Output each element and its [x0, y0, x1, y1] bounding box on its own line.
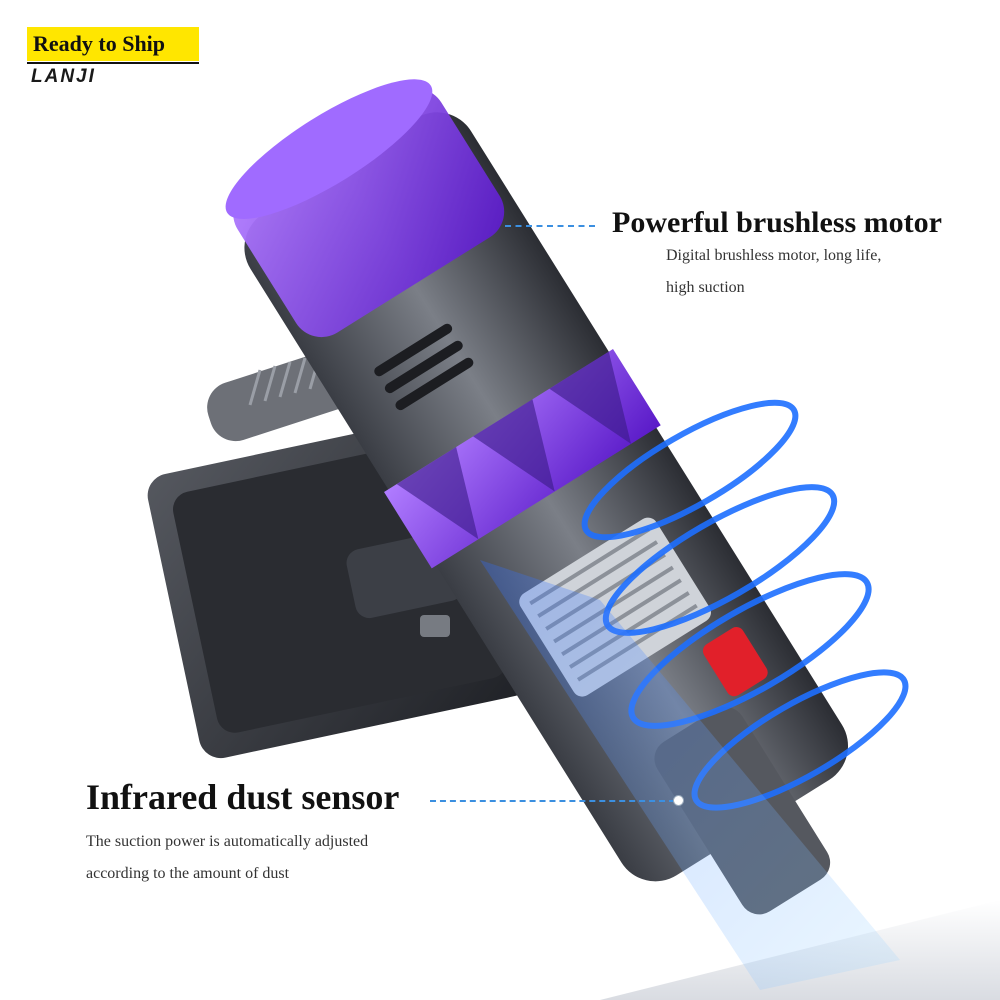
feature-title-motor: Powerful brushless motor — [612, 206, 942, 239]
feature-desc-line: high suction — [666, 279, 745, 296]
feature-title-sensor: Infrared dust sensor — [86, 777, 400, 817]
feature-desc-line: according to the amount of dust — [86, 865, 290, 882]
feature-desc-sensor: The suction power is automatically adjus… — [86, 826, 446, 890]
leader-dot-sensor — [673, 795, 684, 806]
feature-desc-motor: Digital brushless motor, long life, high… — [666, 240, 966, 304]
leader-line-sensor — [430, 800, 675, 802]
leader-line-motor — [505, 225, 595, 227]
ready-to-ship-badge: Ready to Ship — [27, 27, 199, 61]
badge-underline — [27, 62, 199, 64]
feature-desc-line: The suction power is automatically adjus… — [86, 833, 369, 850]
airflow-stream — [480, 560, 900, 990]
feature-desc-line: Digital brushless motor, long life, — [666, 247, 882, 264]
red-sensor-button — [702, 627, 768, 697]
brand-logo: LANJI — [31, 66, 96, 87]
